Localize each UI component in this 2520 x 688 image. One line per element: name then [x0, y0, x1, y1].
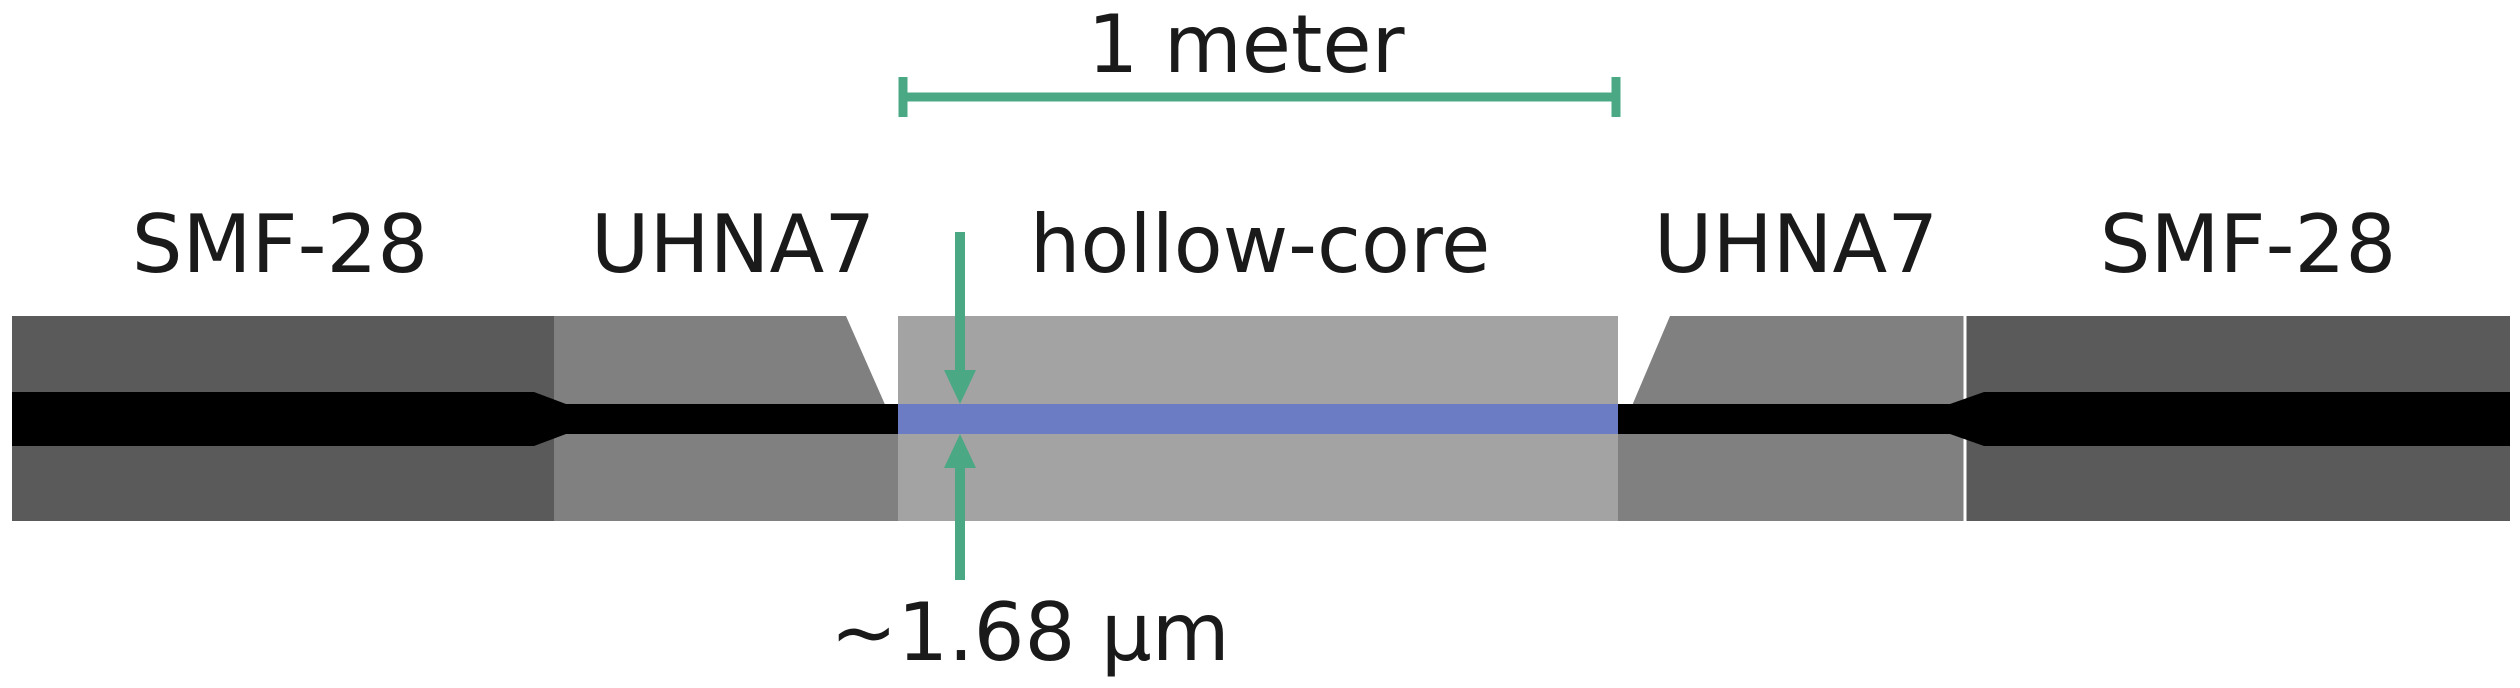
left-splice-gap [846, 316, 898, 521]
right-fiber-core [1618, 392, 2510, 446]
core-diameter-top-arrow [944, 232, 976, 404]
left-uhna7-label: UHNA7 [591, 198, 875, 291]
core-diameter-label: ~1.68 µm [830, 586, 1229, 679]
core-diameter-bottom-arrow [944, 434, 976, 580]
top-arrowhead [944, 370, 976, 404]
left-fiber-core [12, 392, 898, 446]
right-uhna7-label: UHNA7 [1654, 198, 1938, 291]
length-scale-bar [898, 77, 1621, 117]
hollow-core-label: hollow-core [1030, 198, 1491, 291]
right-smf28-label: SMF-28 [2100, 198, 2396, 291]
length-label: 1 meter [1088, 0, 1405, 91]
hollow-core-channel [898, 404, 1618, 434]
bottom-arrowhead [944, 434, 976, 468]
left-smf28-label: SMF-28 [132, 198, 428, 291]
